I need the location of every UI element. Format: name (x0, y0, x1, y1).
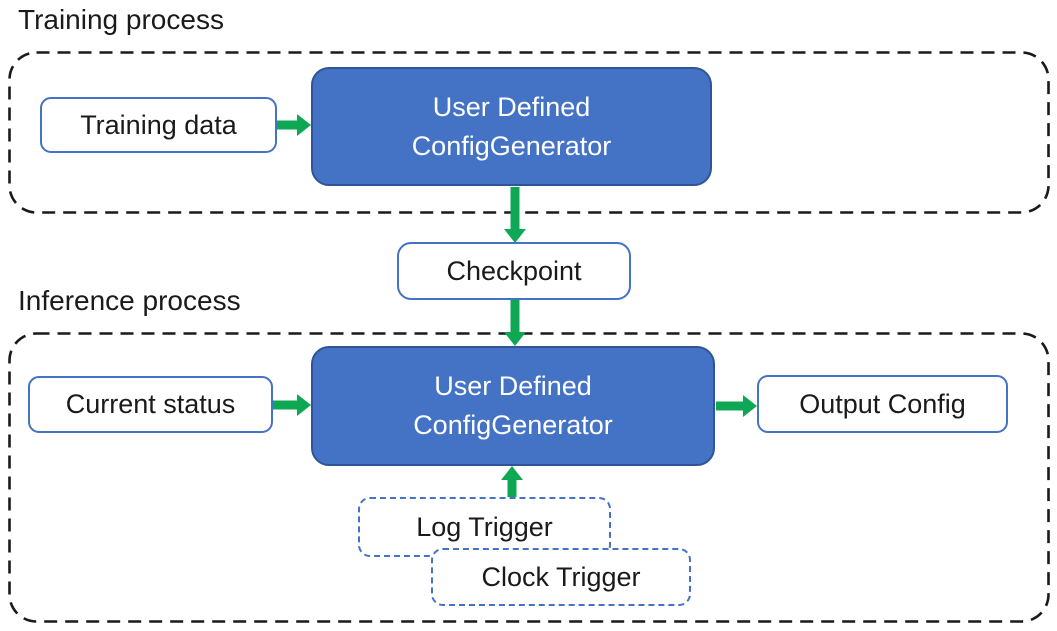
current-status-box: Current status (28, 376, 273, 433)
log-trigger-label: Log Trigger (416, 511, 553, 542)
checkpoint-box: Checkpoint (397, 242, 631, 300)
arrow-training-data-to-generator (277, 114, 311, 136)
training-data-label: Training data (80, 109, 237, 140)
training-generator-line2: ConfigGenerator (411, 130, 612, 161)
inference-generator-box: User Defined ConfigGenerator (311, 346, 715, 466)
log-trigger-box: Log Trigger (358, 497, 611, 557)
output-config-label: Output Config (799, 388, 966, 419)
arrow-triggers-to-generator (501, 466, 523, 498)
arrow-current-status-to-generator (273, 394, 311, 416)
training-process-title: Training process (18, 4, 224, 35)
inference-process-title: Inference process (18, 285, 241, 316)
inference-generator-line1: User Defined (434, 371, 592, 401)
arrow-checkpoint-to-generator (504, 300, 526, 346)
training-generator-box: User Defined ConfigGenerator (311, 67, 712, 186)
training-region-outline (8, 51, 1050, 214)
inference-region-outline (8, 332, 1050, 623)
training-data-box: Training data (40, 97, 277, 153)
training-generator-line1: User Defined (432, 91, 591, 122)
output-config-box: Output Config (757, 375, 1008, 433)
clock-trigger-label: Clock Trigger (481, 561, 641, 592)
inference-generator-line2: ConfigGenerator (413, 410, 613, 440)
checkpoint-label: Checkpoint (446, 255, 582, 286)
arrow-generator-to-checkpoint (504, 187, 526, 243)
current-status-label: Current status (65, 389, 236, 419)
arrow-generator-to-output (716, 395, 757, 417)
clock-trigger-box: Clock Trigger (431, 548, 691, 606)
